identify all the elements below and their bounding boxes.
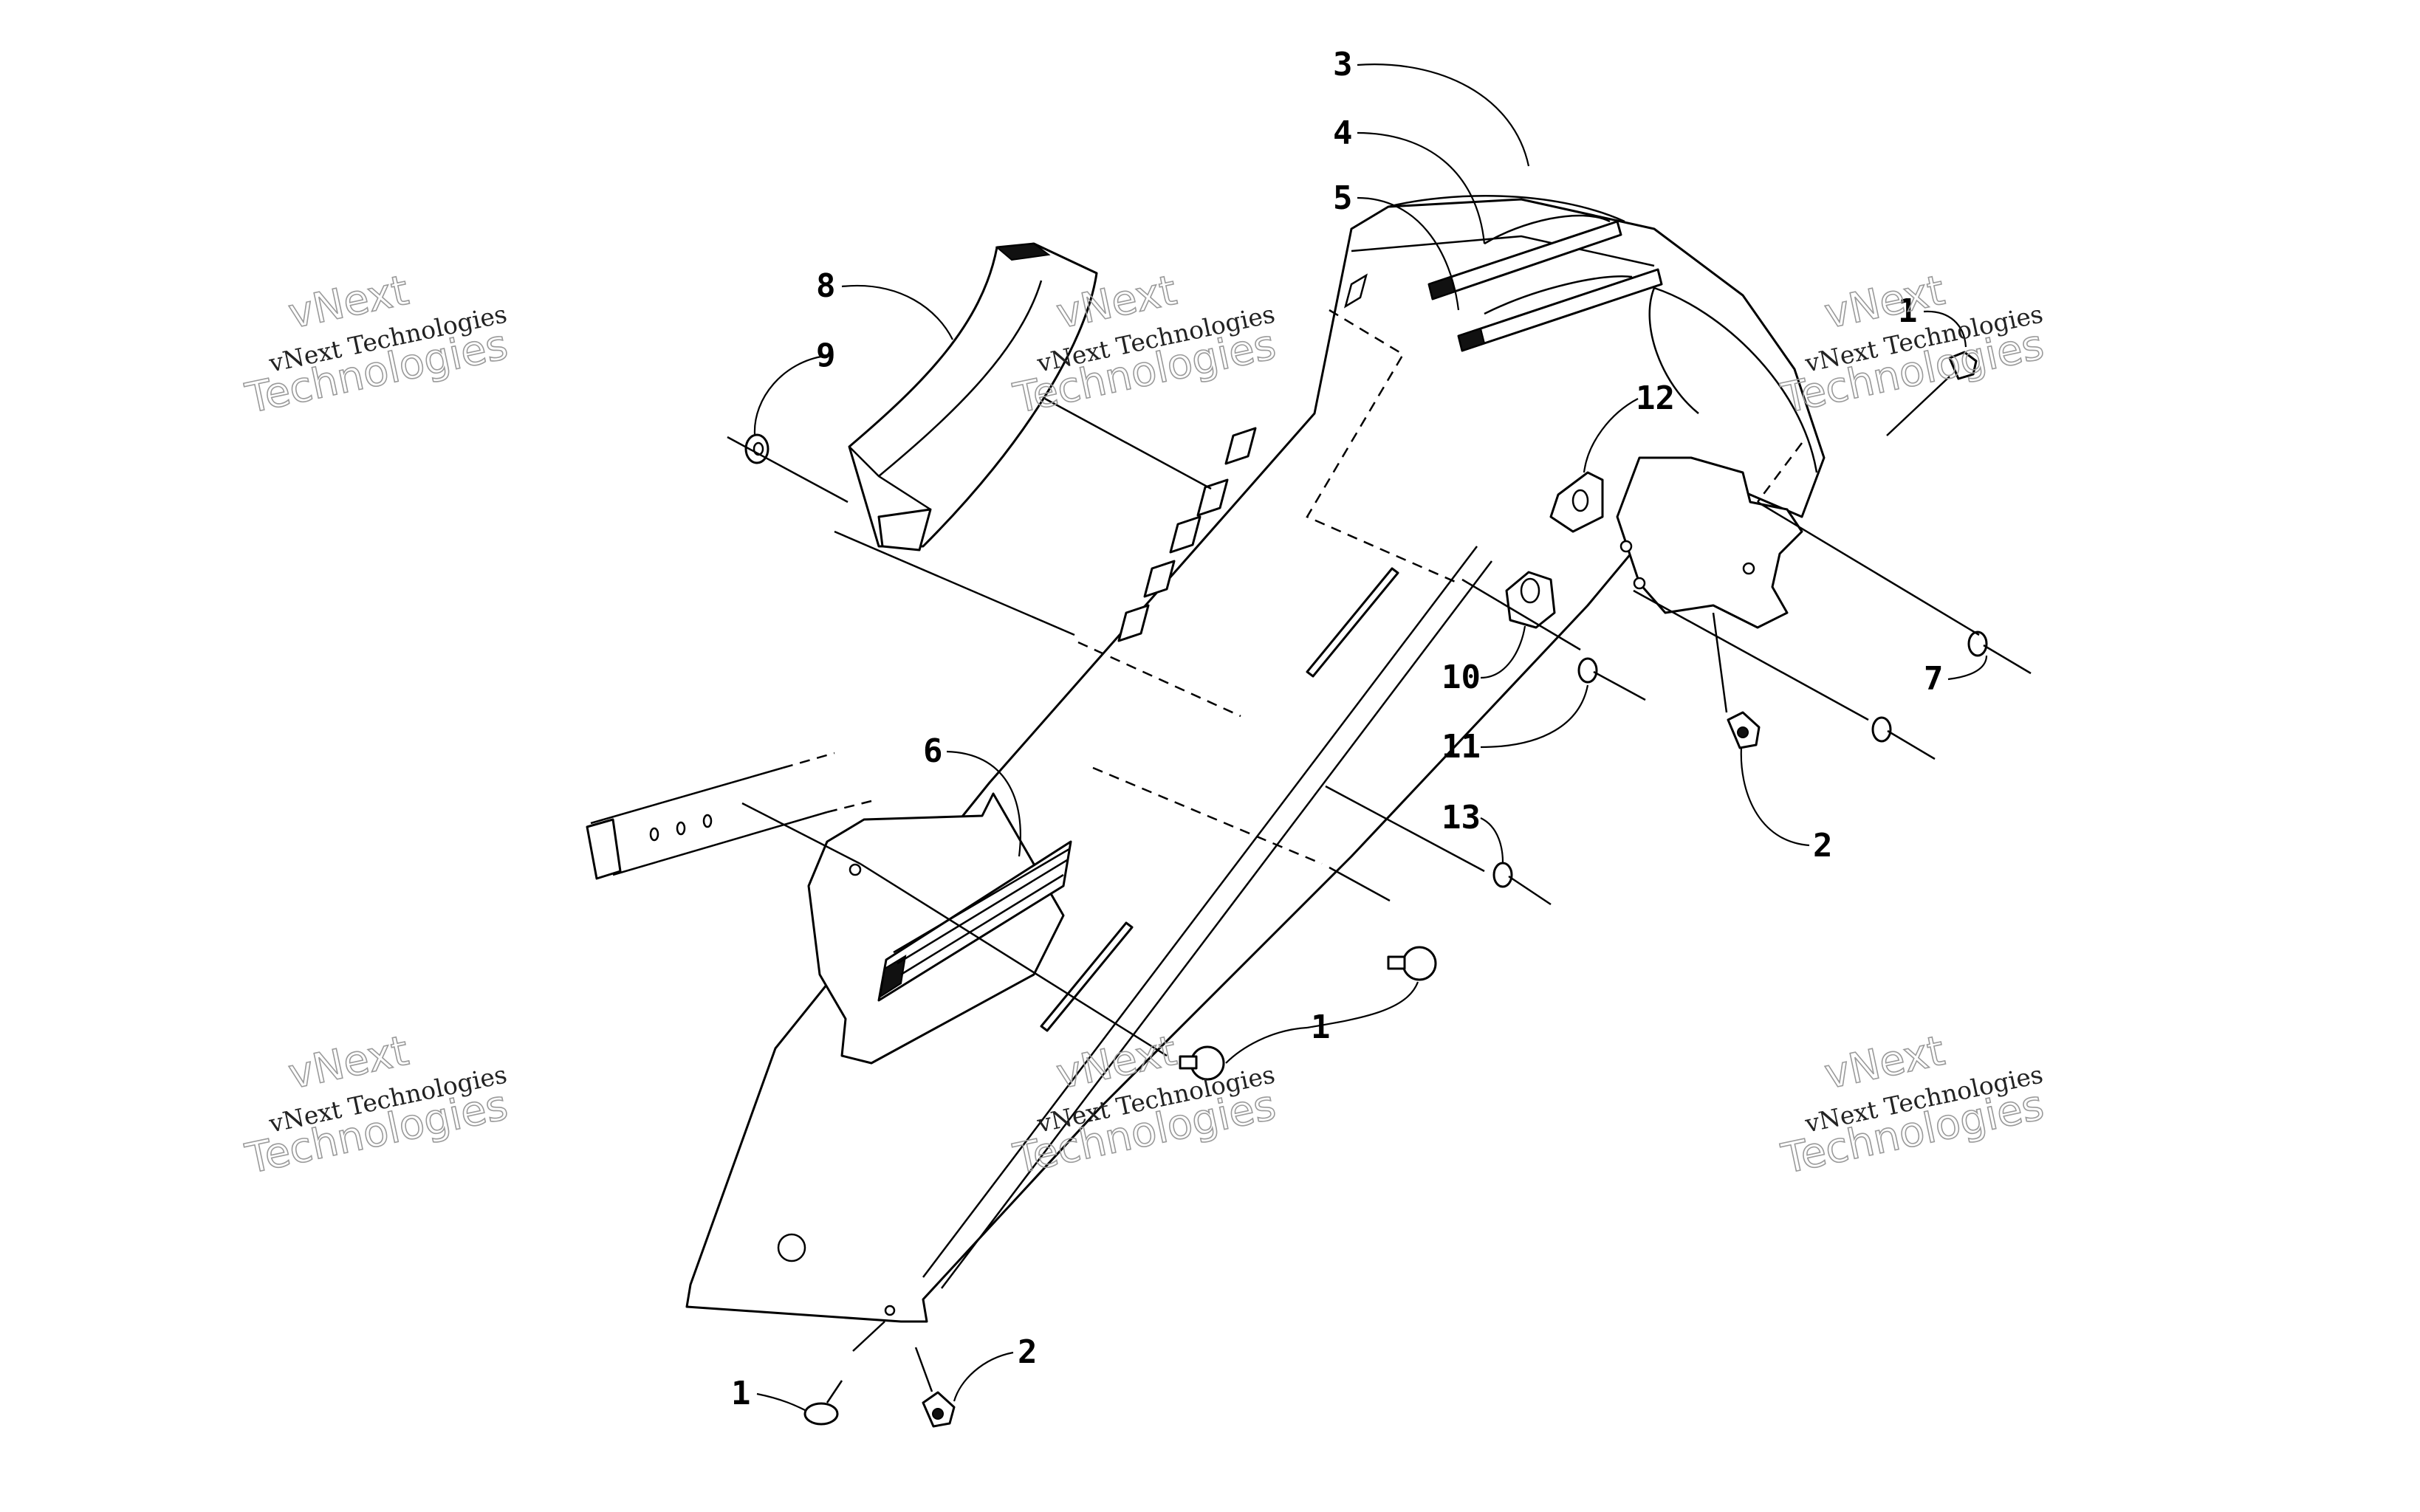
screw-1-upper (1948, 351, 1978, 380)
callout-1-middle: 1 (1311, 1008, 1331, 1046)
callout-13: 13 (1442, 799, 1481, 836)
clip-nut-2-bottom (922, 1391, 956, 1428)
callout-1-top-right: 1 (1898, 292, 1918, 330)
mount-hole (777, 1233, 806, 1262)
callouts: 3 4 5 8 9 1 12 10 11 7 2 13 6 1 1 2 (731, 46, 1944, 1412)
screw-1-mid (1387, 946, 1437, 981)
callout-3: 3 (1333, 46, 1353, 83)
callout-4: 4 (1333, 114, 1353, 152)
frame-tube (586, 752, 872, 880)
lower-plate (777, 792, 1072, 1316)
rivet-7-lower (1871, 716, 1936, 760)
mount-hole (849, 863, 862, 876)
callout-7: 7 (1924, 660, 1944, 698)
rivet-11 (1577, 657, 1646, 701)
grab-handle-8 (848, 242, 1098, 551)
callout-8: 8 (816, 267, 836, 305)
clip-nut-2-right (1727, 711, 1761, 749)
leader-lines (753, 63, 1988, 1411)
watermark-top-left: vNext vNext Technologies Technologies (241, 266, 513, 424)
chain-guard-fender (685, 195, 1826, 1323)
callout-6: 6 (923, 732, 943, 770)
vent-slots (1040, 273, 1399, 1032)
bracket-12 (1549, 471, 1604, 533)
assembly-lines (727, 309, 1980, 1392)
watermark-bottom-left: vNext vNext Technologies Technologies (241, 1026, 513, 1184)
callout-9: 9 (816, 337, 836, 374)
callout-12: 12 (1636, 379, 1675, 417)
fender-decals (1427, 214, 1663, 352)
watermark-top-right: vNext vNext Technologies Technologies (1777, 266, 2049, 424)
rivet-7-upper (1967, 630, 2032, 675)
info-decal-header (879, 955, 907, 999)
mount-hole (884, 1305, 896, 1316)
callout-2-bottom: 2 (1018, 1333, 1038, 1371)
callout-10: 10 (1442, 659, 1481, 696)
rear-bracket (1616, 456, 1803, 629)
callout-11: 11 (1442, 728, 1481, 766)
screw-1-low (1179, 1045, 1225, 1081)
callout-1-bottom: 1 (731, 1375, 751, 1412)
callout-5: 5 (1333, 179, 1353, 217)
watermark-bottom-right: vNext vNext Technologies Technologies (1777, 1026, 2049, 1184)
callout-2-right: 2 (1813, 827, 1833, 865)
rivet-13 (1492, 862, 1552, 906)
screw-1-bottom (803, 1380, 843, 1426)
